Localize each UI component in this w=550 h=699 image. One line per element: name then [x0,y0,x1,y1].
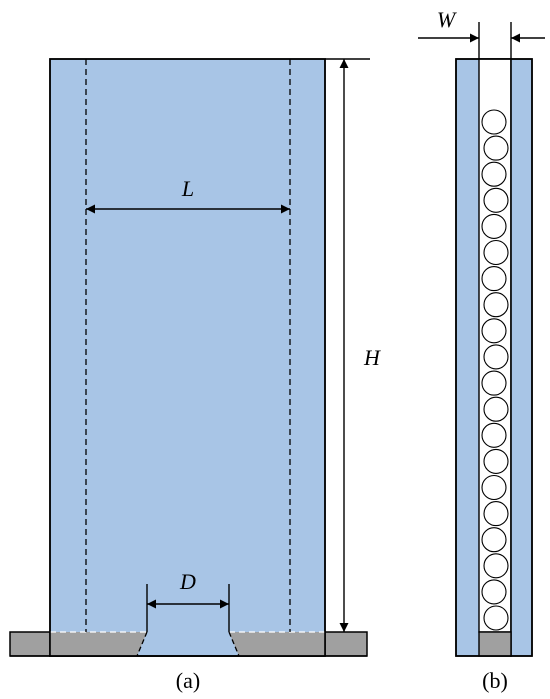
label-H: H [363,345,381,370]
particle [483,292,509,318]
base-plate-b [478,631,512,657]
silo-outline-b [455,58,533,657]
particle [483,239,509,266]
particle [481,318,507,344]
particle [483,501,509,527]
particle [481,474,507,501]
particle [481,161,507,187]
particle [481,213,507,239]
side-right-wall [510,58,533,657]
particle-stack [481,109,509,631]
hopper-dash-right-slope [228,631,240,657]
front-view: L D H (a) [9,58,381,693]
particle [483,396,509,422]
particle [483,553,509,579]
label-L: L [181,176,194,201]
side-view: W (b) [418,7,545,693]
particle [481,579,507,605]
label-D: D [179,569,196,594]
particle [483,344,509,370]
particle [481,527,507,553]
hopper-dash-left-slope [136,631,148,657]
particle [481,370,507,396]
hopper-right [229,632,325,656]
particle [483,135,509,161]
caption-b: (b) [482,668,508,693]
particle [483,448,509,474]
particle [483,187,509,213]
particle [481,266,507,292]
particle [481,109,507,135]
caption-a: (a) [176,668,200,693]
particle [481,422,507,448]
particle [483,605,509,631]
hopper-left [50,632,147,656]
label-W: W [437,7,457,32]
silo-panel-a [49,58,326,657]
